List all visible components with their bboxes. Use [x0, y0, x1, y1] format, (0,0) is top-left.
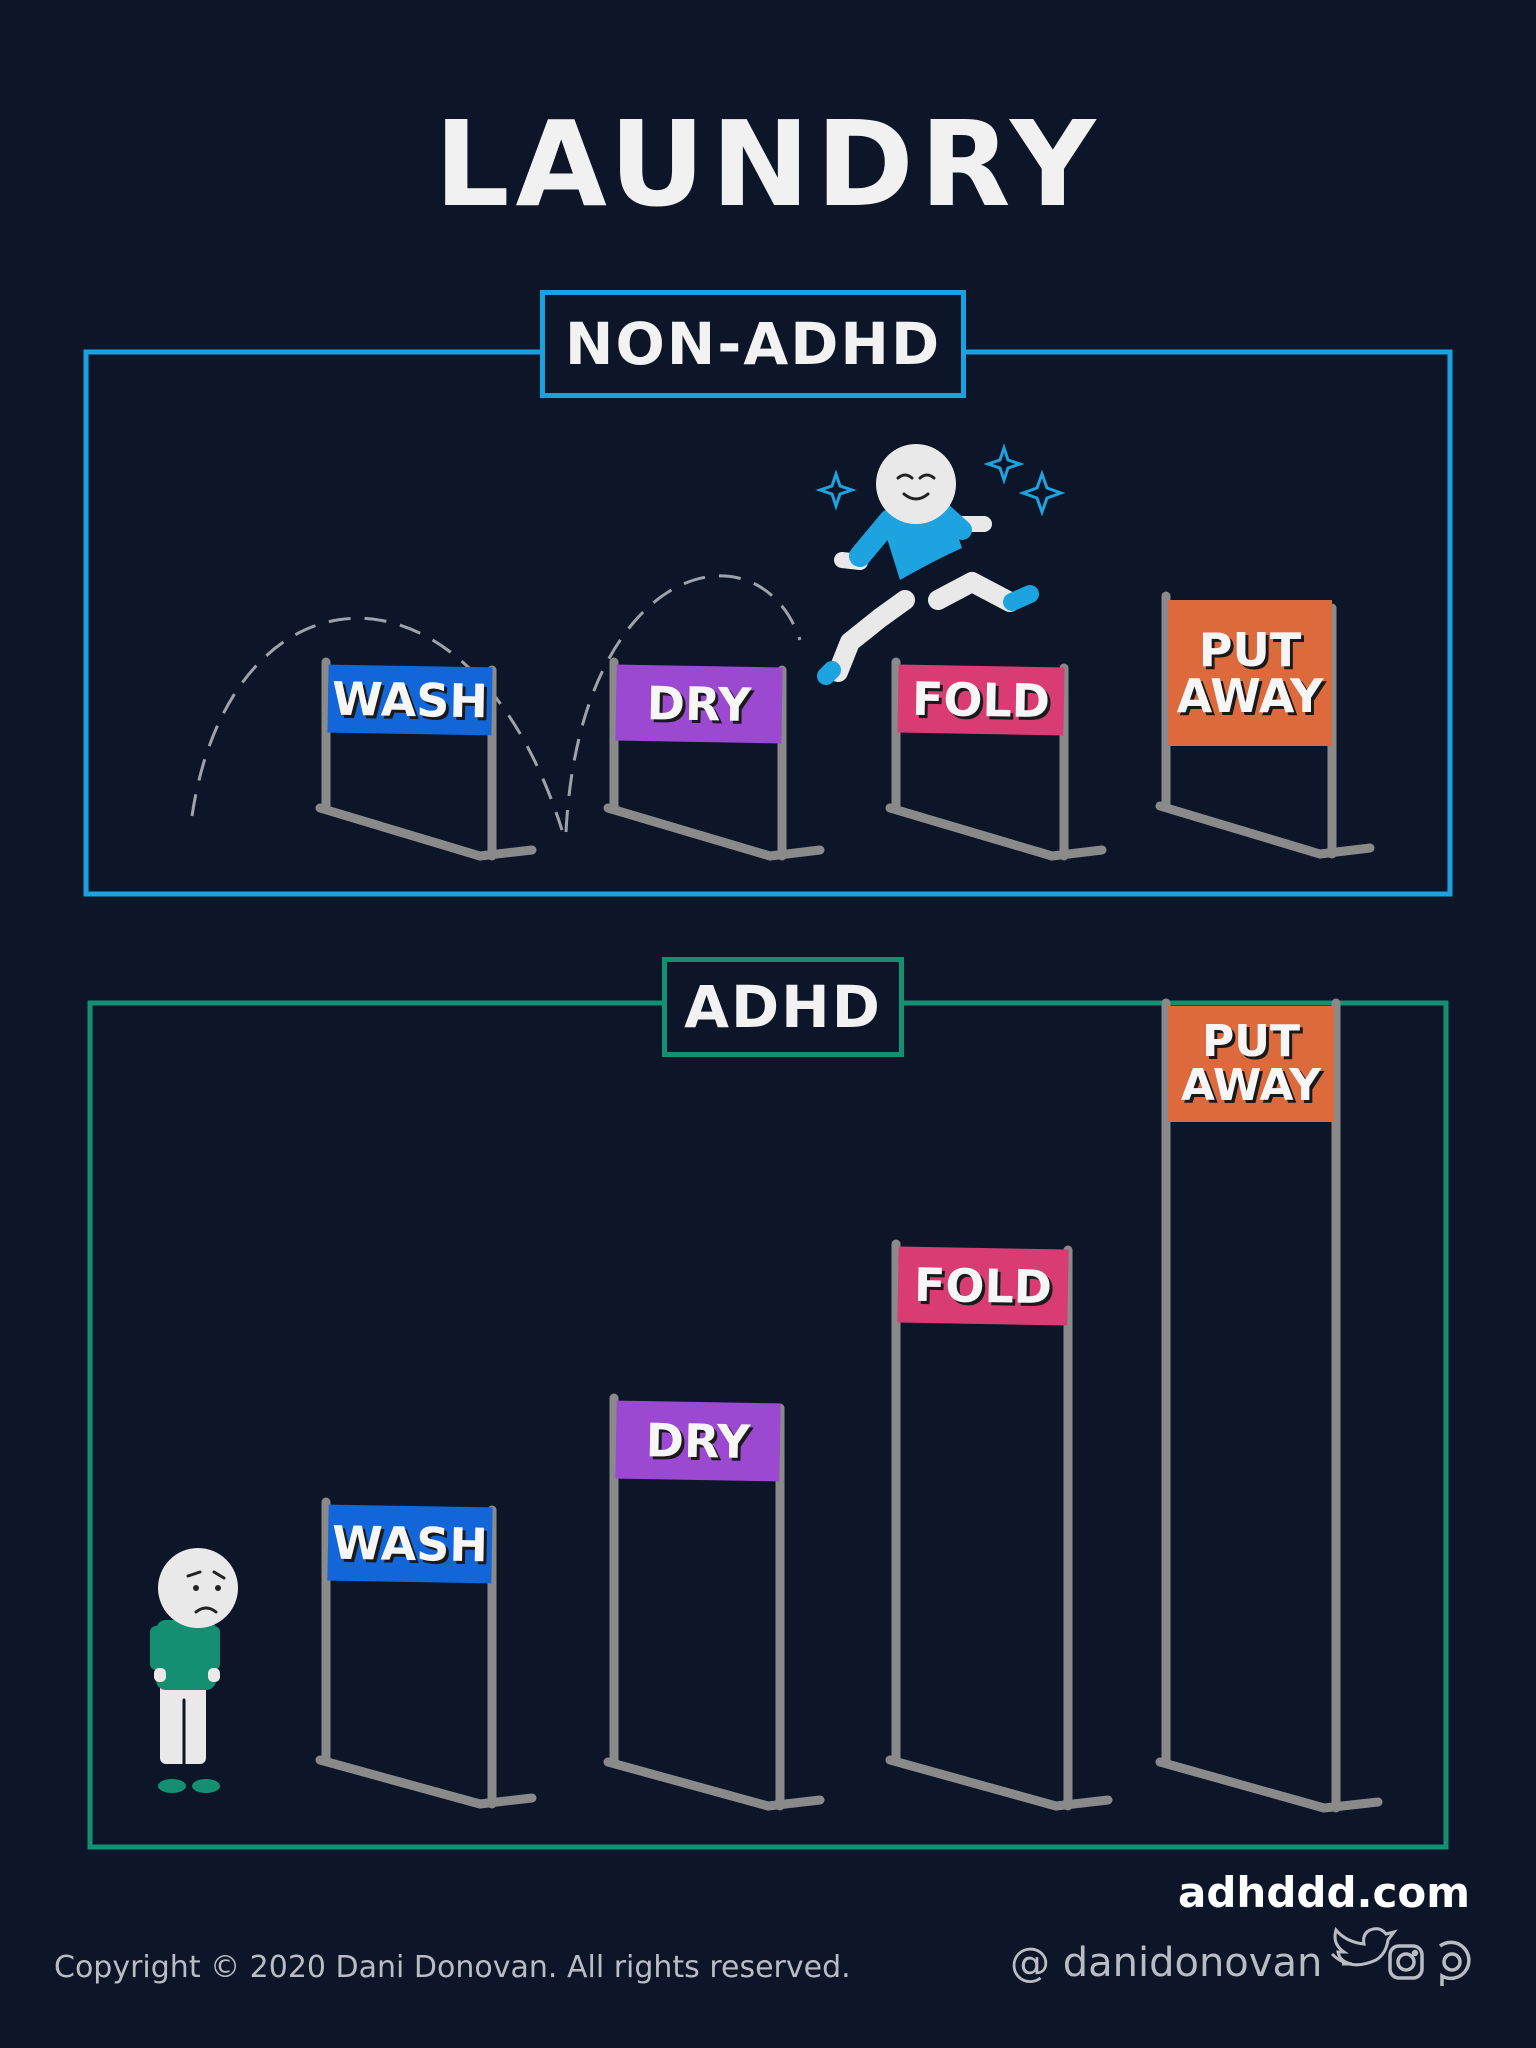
adhd-panel-label: ADHD	[662, 957, 904, 1057]
patreon-icon	[1438, 1940, 1471, 1986]
instagram-icon	[1388, 1944, 1424, 1980]
copyright-text: Copyright © 2020 Dani Donovan. All right…	[54, 1950, 851, 1985]
site-link[interactable]: adhddd.com	[1178, 1868, 1470, 1917]
social-handle: @ danidonovan	[1010, 1940, 1323, 1986]
sign-wash: WASH	[327, 664, 493, 736]
sparkle-icon	[1018, 469, 1066, 517]
sign-dry: DRY	[615, 1400, 781, 1482]
hurdle-putaway-tall	[1155, 998, 1383, 1813]
hurdle-fold-tall	[885, 1239, 1113, 1811]
twitter-icon	[1330, 1926, 1398, 1967]
sparkle-icon	[983, 443, 1025, 485]
page-title: LAUNDRY	[434, 95, 1102, 233]
hurdle-wash-tall	[315, 1497, 537, 1809]
hurdle-putaway-small	[1155, 591, 1375, 859]
sign-fold: FOLD	[897, 1246, 1069, 1326]
sad-stander-figure	[150, 1548, 238, 1793]
sign-fold: FOLD	[897, 664, 1065, 736]
hurdle-wash-small	[315, 657, 537, 861]
hurdle-dry-tall	[603, 1393, 825, 1811]
non-adhd-panel-label: NON-ADHD	[540, 290, 966, 398]
sign-put-away: PUT AWAY	[1168, 1006, 1334, 1122]
sign-wash: WASH	[327, 1504, 493, 1584]
happy-jumper-figure	[817, 444, 1039, 685]
sign-dry: DRY	[615, 664, 783, 744]
sign-put-away: PUT AWAY	[1168, 600, 1332, 746]
sparkle-icon	[815, 469, 857, 511]
jump-arc-wash	[190, 616, 564, 831]
